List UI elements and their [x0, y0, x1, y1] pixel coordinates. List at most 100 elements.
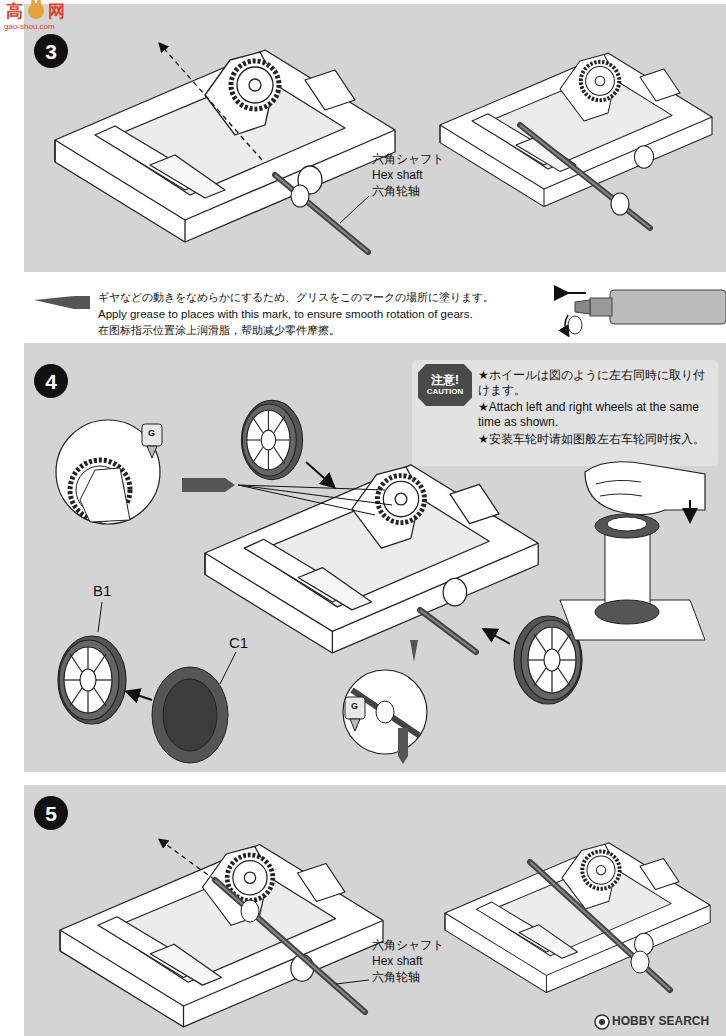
step-panel — [24, 343, 726, 772]
wheel-drawing-part — [98, 602, 102, 632]
gear-inset-part — [147, 446, 157, 458]
chassis-drawing-part — [160, 44, 262, 160]
watermark: gao-shou.com — [4, 22, 55, 32]
chassis-drawing-part — [291, 185, 309, 207]
part-name: Hex shaft — [372, 954, 423, 969]
gear-inset — [56, 420, 162, 524]
chassis-drawing-part — [410, 640, 418, 662]
hand-press-drawing-part — [607, 517, 647, 531]
wheel-drawing-part — [58, 636, 126, 724]
step-panel — [24, 785, 726, 1036]
grease-note: 在图标指示位置涂上润滑脂，帮助减少零件摩擦。 — [98, 324, 340, 338]
watermark: HOBBY SEARCH — [612, 1014, 709, 1029]
chassis-drawing-part — [205, 465, 538, 653]
step-number: 5 — [45, 803, 57, 824]
hand-press-drawing-part — [605, 530, 650, 610]
caution-area — [412, 360, 718, 466]
wheel-drawing-part — [241, 400, 302, 479]
part-name: 六角シャフト — [372, 152, 444, 167]
caution-word: CAUTION — [427, 388, 463, 397]
chassis-drawing — [60, 840, 383, 1027]
caution-note: ★Attach left and right wheels at the sam… — [478, 400, 714, 430]
wheel-drawing-part — [128, 692, 152, 700]
grease-note: ギヤなどの動きをなめらかにするため、グリスをこのマークの場所に塗ります。 — [98, 291, 494, 305]
chassis-drawing-part — [340, 196, 369, 223]
wheel-drawing — [58, 400, 582, 763]
caution-word: 注意! — [431, 373, 459, 387]
step-number-circle: 3 — [34, 34, 68, 68]
hand-press-drawing-part — [596, 480, 642, 496]
grease-tube-picture-part — [610, 290, 726, 324]
chassis-drawing-part — [631, 951, 649, 973]
step-number-circle: 4 — [34, 364, 68, 398]
chassis-drawing-part — [275, 175, 368, 252]
watermark-icon-part — [37, 0, 41, 9]
gear-inset-part — [142, 424, 162, 446]
chassis-drawing-part — [520, 125, 650, 228]
caution-note: ★ホイールは図のように左右同時に取り付けます。 — [478, 368, 714, 398]
watermark-icon-part — [595, 1015, 609, 1029]
chassis-drawing-part — [420, 610, 476, 652]
chassis-drawing-part — [530, 862, 670, 990]
wheel-drawing-part — [485, 630, 510, 644]
watermark-icon — [28, 0, 44, 19]
chassis-drawing-part — [60, 845, 383, 1027]
hand-press-drawing-part — [560, 600, 705, 640]
wheel-drawing-part — [163, 679, 217, 751]
axle-inset-part — [350, 719, 360, 731]
chassis-drawing-part — [238, 485, 375, 515]
grease-mark-part — [34, 296, 90, 309]
part-name: 六角轮轴 — [372, 970, 420, 985]
watermark-icon — [595, 1015, 609, 1029]
step-number-circle: 5 — [34, 796, 68, 830]
step-panel — [24, 4, 726, 272]
chassis-drawing-part — [275, 175, 368, 252]
axle-inset — [343, 670, 427, 764]
grease-tube-picture — [565, 290, 726, 335]
chassis-drawing — [182, 465, 538, 662]
grease-tube-letter: G — [148, 428, 155, 439]
grease-tube-picture-part — [590, 298, 612, 316]
axle-inset-part — [345, 697, 365, 719]
chassis-drawing-part — [336, 980, 369, 984]
chassis-drawing-part — [420, 610, 476, 652]
chassis-drawing-part — [182, 478, 235, 492]
grease-tube-picture-part — [568, 316, 582, 334]
step-number: 3 — [45, 41, 57, 62]
watermark: 网 — [48, 1, 65, 22]
hand-press-drawing-part — [595, 600, 659, 624]
grease-tube-picture-part — [566, 292, 586, 294]
chassis-drawing-part — [241, 900, 259, 922]
grease-tube-picture-part — [565, 315, 568, 335]
chassis-drawing-part — [445, 843, 710, 993]
chassis-drawing — [440, 53, 712, 228]
watermark-icon-part — [599, 1019, 605, 1025]
chassis-drawing-part — [530, 862, 670, 990]
grease-mark — [34, 296, 90, 309]
watermark: 高 — [6, 1, 23, 22]
badge-shape — [418, 364, 472, 406]
part-name: Hex shaft — [372, 168, 423, 183]
hand-press-drawing — [560, 462, 705, 640]
axle-inset-part — [376, 701, 394, 723]
watermark-icon-part — [31, 0, 35, 9]
grease-tube-letter: G — [351, 701, 358, 712]
chassis-drawing-part — [215, 880, 365, 1012]
part-number: B1 — [93, 582, 111, 601]
chassis-drawing-part — [215, 880, 365, 1012]
wheel-drawing-part — [220, 652, 236, 684]
chassis-drawing-part — [55, 50, 395, 242]
chassis-drawing-part — [611, 193, 629, 215]
axle-inset-part — [398, 728, 408, 764]
wheel-drawing-part — [152, 667, 228, 763]
hand-press-drawing-part — [595, 514, 659, 538]
chassis-drawing — [445, 843, 710, 993]
part-name: 六角シャフト — [372, 938, 444, 953]
grease-note: Apply grease to places with this mark, t… — [98, 307, 473, 321]
part-number: C1 — [229, 634, 248, 653]
caution-badge: 注意!CAUTION — [418, 364, 472, 406]
wheel-drawing-part — [306, 462, 333, 486]
step-number: 4 — [45, 371, 57, 392]
